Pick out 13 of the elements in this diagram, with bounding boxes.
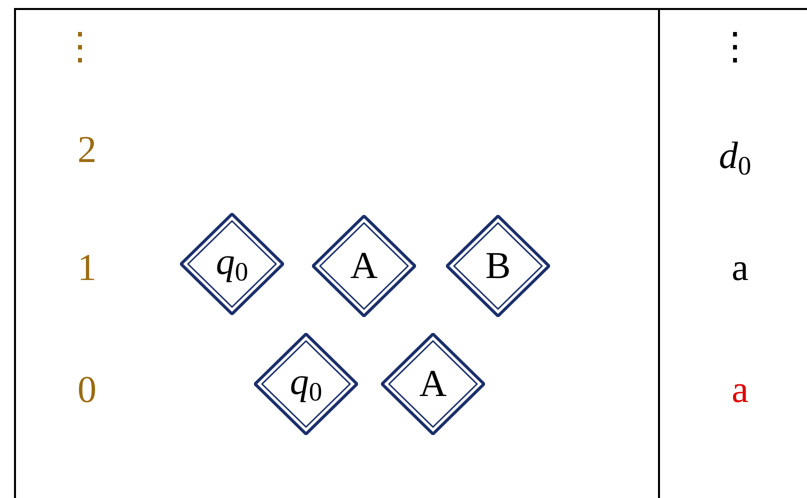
state-diamond: A xyxy=(312,215,416,317)
state-diamond: q$_{0}$ xyxy=(254,333,358,435)
level-number: 2 xyxy=(78,131,96,169)
state-diamond: B xyxy=(446,215,550,317)
state-diamond: A xyxy=(381,333,485,435)
level-dots: ⋮ xyxy=(61,28,99,66)
cell-symbol: d$_{0}$ xyxy=(718,136,752,180)
column-dots: ⋮ xyxy=(716,28,754,66)
level-number: 0 xyxy=(78,371,96,409)
state-diamond: q$_{0}$ xyxy=(180,213,284,315)
level-number: 1 xyxy=(78,249,96,287)
cell-symbol: a xyxy=(732,371,748,409)
cell-symbol: a xyxy=(732,249,748,287)
